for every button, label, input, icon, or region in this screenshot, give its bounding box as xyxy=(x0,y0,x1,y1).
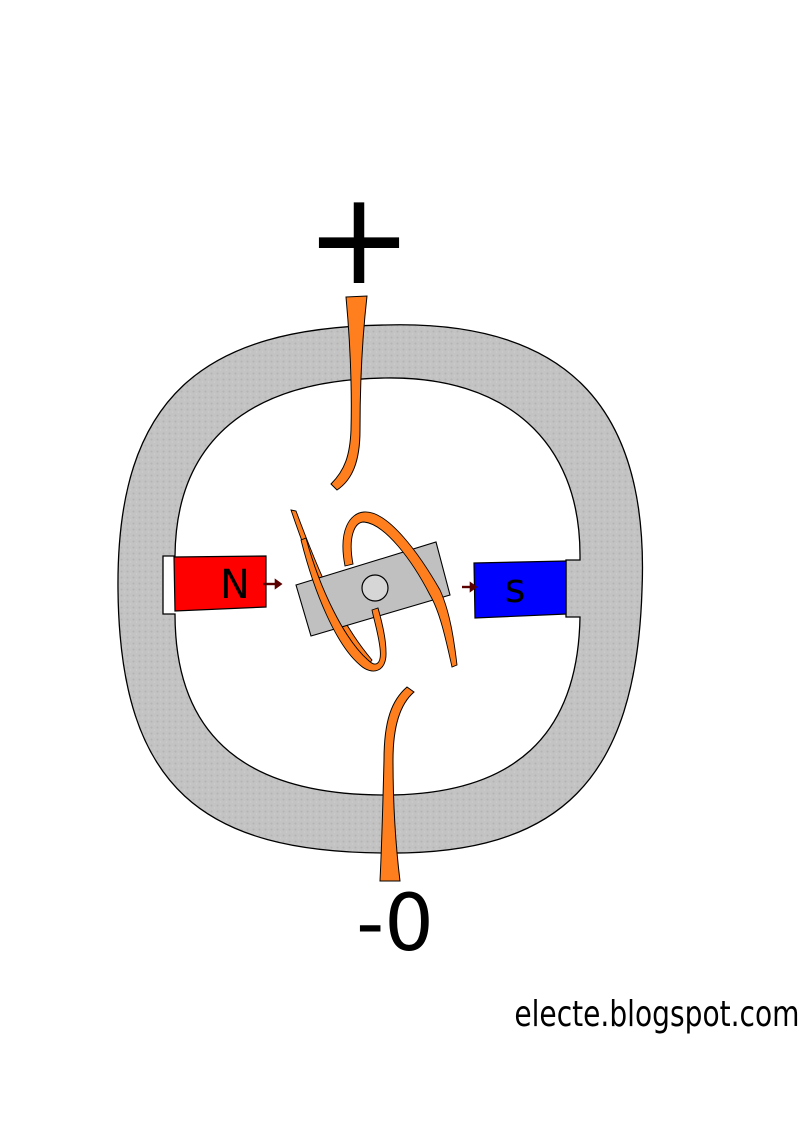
arrow-left-icon xyxy=(263,578,283,590)
arrow-right-icon xyxy=(462,581,478,593)
coil-lower-wire xyxy=(300,537,387,672)
bottom-brush-wire xyxy=(379,686,415,882)
south-magnet xyxy=(473,560,567,619)
north-magnet xyxy=(173,555,267,612)
source-url-label: electe.blogspot.com xyxy=(514,994,800,1035)
north-pole-label: N xyxy=(220,562,250,608)
south-pole-label: s xyxy=(504,566,526,612)
negative-terminal-label: -0 xyxy=(356,879,434,969)
positive-terminal-label: + xyxy=(305,165,413,314)
top-brush-wire xyxy=(330,295,368,491)
coil-front-wire xyxy=(342,511,458,668)
rotor-axle xyxy=(361,574,389,602)
